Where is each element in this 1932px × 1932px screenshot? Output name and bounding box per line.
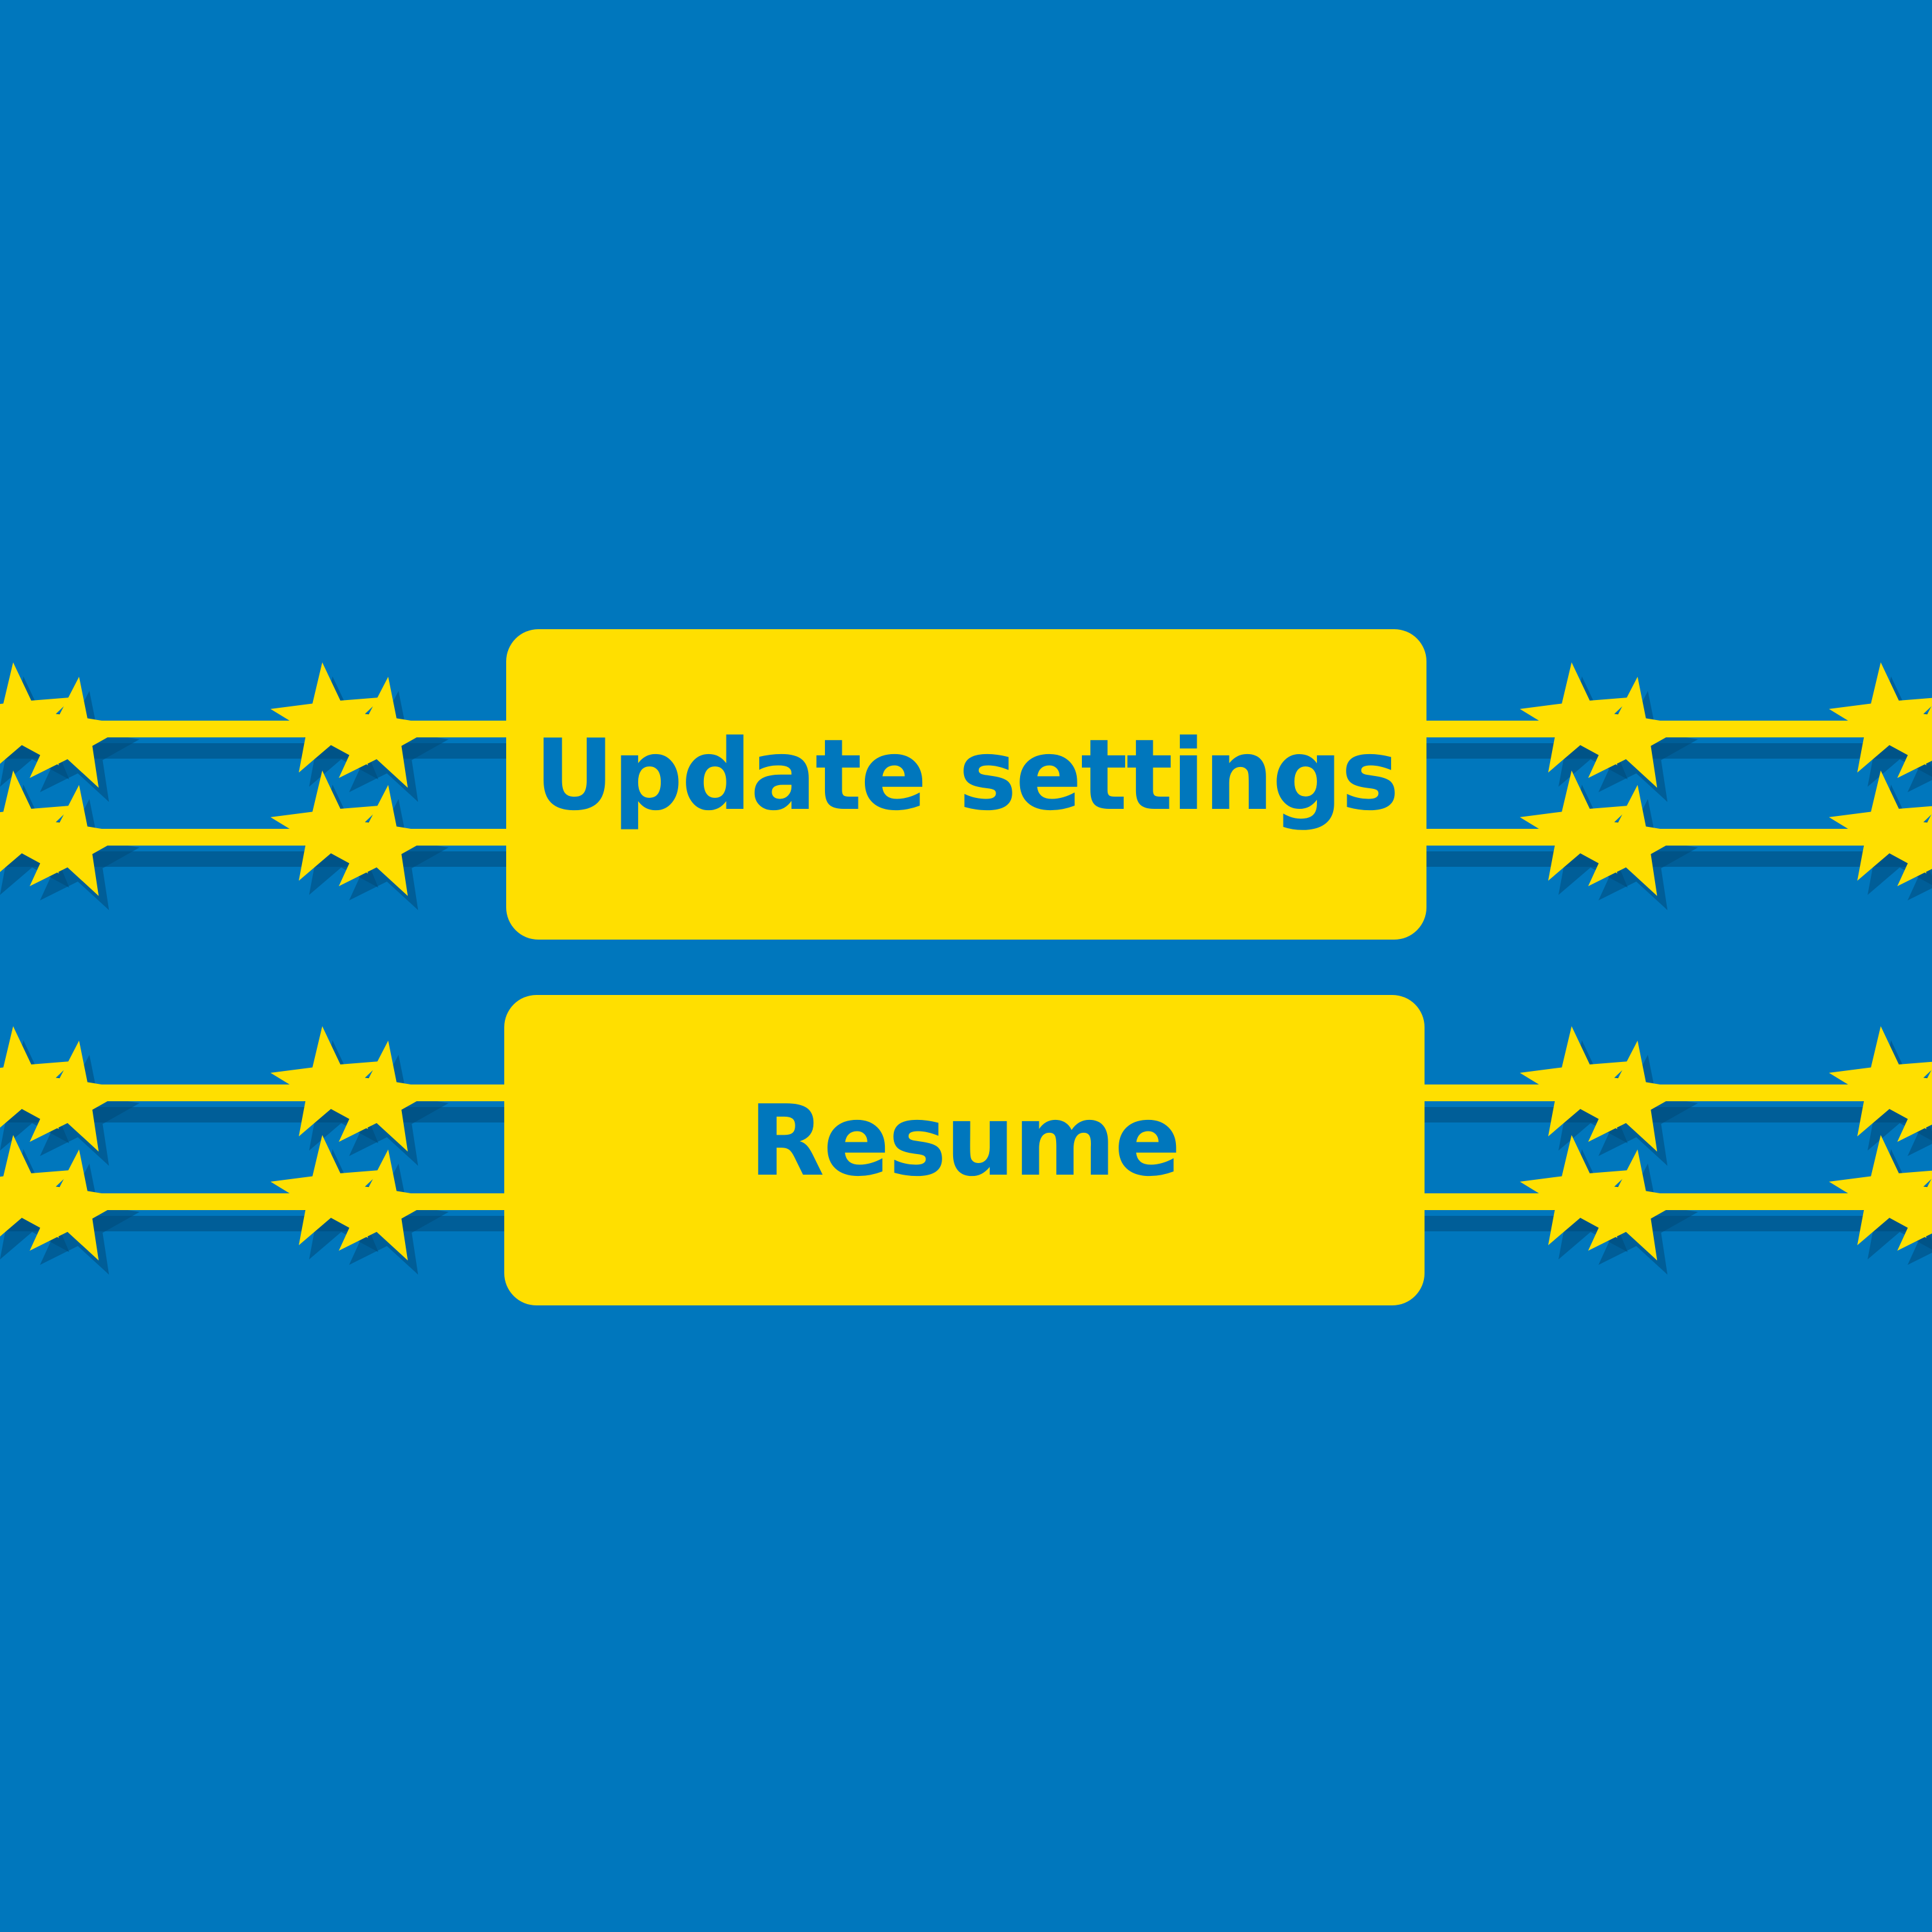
resume-label: Resume: [749, 1083, 1180, 1198]
update-settings-button[interactable]: Update settings: [506, 629, 1426, 940]
update-settings-label: Update settings: [535, 717, 1399, 832]
resume-button[interactable]: Resume: [504, 995, 1425, 1305]
